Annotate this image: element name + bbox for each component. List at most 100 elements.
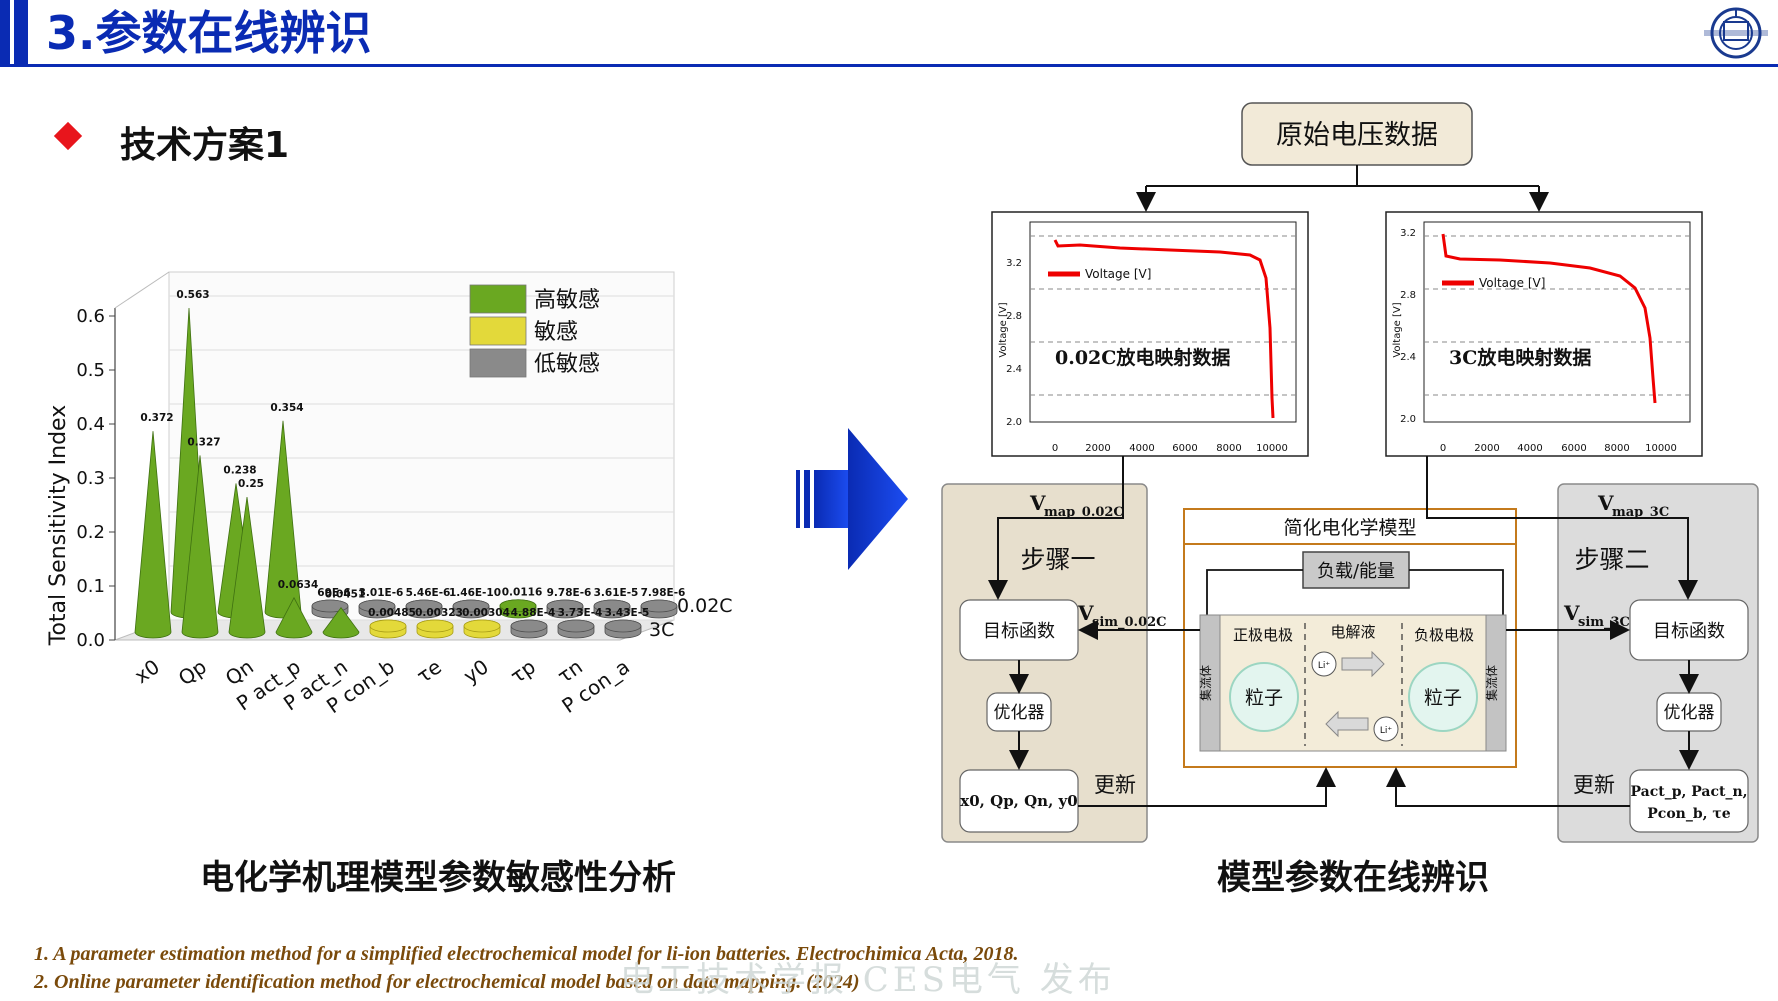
svg-text:Voltage [V]: Voltage [V] xyxy=(998,302,1009,357)
bar-top-0.02C-P act_p xyxy=(311,599,349,613)
bar-top-3C-τn xyxy=(557,619,595,633)
svg-text:优化器: 优化器 xyxy=(1664,703,1715,723)
chart-y-tick-label: 0.6 xyxy=(76,306,105,327)
legend-swatch-mid xyxy=(469,316,527,346)
bar-3C-P act_p xyxy=(275,596,313,639)
identification-diagram: 原始电压数据 3.2 2.8 2.4 2.0 Voltage [V] 0 200… xyxy=(941,102,1759,843)
raw-voltage-label: 原始电压数据 xyxy=(1276,120,1438,151)
svg-text:0: 0 xyxy=(1440,443,1446,454)
svg-text:电解液: 电解液 xyxy=(1330,623,1375,641)
svg-text:6000: 6000 xyxy=(1561,443,1586,454)
bar-top-3C-y0 xyxy=(463,619,501,633)
chart-y-tick-label: 0.0 xyxy=(76,630,105,651)
chart-y-tick-label: 0.4 xyxy=(76,414,105,435)
bar-label-0.02C-y0: 0.0116 xyxy=(502,587,543,599)
svg-text:V: V xyxy=(1597,491,1614,515)
chart-x-label-0: x0 xyxy=(130,654,164,688)
svg-text:目标函数: 目标函数 xyxy=(1653,621,1725,642)
svg-text:6000: 6000 xyxy=(1172,443,1197,454)
chart-x-label-1: Qp xyxy=(174,654,211,690)
bar-top-0.02C-P act_n xyxy=(358,599,396,613)
svg-text:2.0: 2.0 xyxy=(1006,417,1022,428)
header-accent-bar-2 xyxy=(14,0,28,66)
svg-text:2.8: 2.8 xyxy=(1400,290,1416,301)
section-title: 技术方案1 xyxy=(120,125,290,166)
legend-label-high: 高敏感 xyxy=(534,288,600,313)
bar-label-3C-τn: 3.73E-4 xyxy=(558,607,603,619)
svg-text:V: V xyxy=(1077,601,1094,625)
svg-text:粒子: 粒子 xyxy=(1245,687,1283,709)
bar-top-0.02C-τn xyxy=(593,599,631,613)
bar-label-3C-P act_n: 0.0451 xyxy=(325,589,366,601)
svg-text:2.4: 2.4 xyxy=(1400,352,1416,363)
references: 1. A parameter estimation method for a s… xyxy=(34,940,1019,996)
svg-text:2.4: 2.4 xyxy=(1006,364,1022,375)
bullet-diamond-icon xyxy=(53,121,83,151)
bar-label-3C-P con_a: 3.43E-5 xyxy=(605,607,650,619)
bar-label-0.02C-τp: 9.78E-6 xyxy=(547,587,592,599)
chart-x-label-7: y0 xyxy=(459,654,493,688)
svg-text:3.2: 3.2 xyxy=(1400,228,1416,239)
bar-3C-Qn xyxy=(228,496,266,639)
svg-text:3.2: 3.2 xyxy=(1006,258,1022,269)
reference-1: 1. A parameter estimation method for a s… xyxy=(34,943,1019,965)
bar-label-3C-τp: 4.88E-4 xyxy=(511,607,556,619)
svg-text:正极电极: 正极电极 xyxy=(1233,626,1293,644)
right-caption: 模型参数在线辨识 xyxy=(1217,858,1489,898)
legend-swatch-high xyxy=(469,284,527,314)
university-logo-icon xyxy=(1704,7,1768,59)
bar-label-0.02C-P act_p: 69E-6 xyxy=(317,587,350,599)
legend-label-low: 低敏感 xyxy=(534,352,600,377)
bar-top-0.02C-y0 xyxy=(499,599,537,613)
svg-text:目标函数: 目标函数 xyxy=(983,621,1055,642)
chart-y-tick-label: 0.2 xyxy=(76,522,105,543)
svg-text:步骤二: 步骤二 xyxy=(1574,545,1649,574)
sensitivity-chart: 0.00.10.20.30.40.50.6 0.5630.2380.35469E… xyxy=(46,271,733,718)
svg-text:Pcon_b, τe: Pcon_b, τe xyxy=(1647,806,1731,822)
svg-text:Li⁺: Li⁺ xyxy=(1318,661,1331,671)
svg-text:Li⁺: Li⁺ xyxy=(1380,726,1393,736)
svg-text:2000: 2000 xyxy=(1474,443,1499,454)
bar-label-3C-P con_b: 0.00485 xyxy=(368,607,416,619)
svg-text:步骤一: 步骤一 xyxy=(1020,545,1095,574)
svg-text:4000: 4000 xyxy=(1517,443,1542,454)
bar-3C-x0 xyxy=(134,431,172,639)
svg-text:更新: 更新 xyxy=(1573,773,1615,797)
svg-text:2000: 2000 xyxy=(1085,443,1110,454)
svg-text:Pact_p, Pact_n,: Pact_p, Pact_n, xyxy=(1630,784,1747,800)
svg-text:3C放电映射数据: 3C放电映射数据 xyxy=(1449,346,1591,369)
bar-label-0.02C-Qp: 0.238 xyxy=(223,464,256,476)
voltage-plot-0.02C: 3.2 2.8 2.4 2.0 Voltage [V] 0 2000 4000 … xyxy=(991,211,1309,457)
svg-text:负极电极: 负极电极 xyxy=(1414,626,1474,644)
svg-text:8000: 8000 xyxy=(1604,443,1629,454)
svg-text:0.02C放电映射数据: 0.02C放电映射数据 xyxy=(1055,346,1230,369)
watermark: 电工技术学报 CES电气 发布 xyxy=(620,960,1116,1000)
svg-text:2.8: 2.8 xyxy=(1006,311,1022,322)
bar-top-3C-τe xyxy=(416,619,454,633)
svg-text:V: V xyxy=(1029,491,1046,515)
bar-3C-P act_n xyxy=(322,606,360,639)
svg-text:Voltage [V]: Voltage [V] xyxy=(1085,267,1151,281)
chart-y-tick-label: 0.5 xyxy=(76,360,105,381)
chart-y-tick-label: 0.1 xyxy=(76,576,105,597)
svg-text:集流体: 集流体 xyxy=(1484,665,1499,701)
left-caption: 电化学机理模型参数敏感性分析 xyxy=(200,858,676,898)
legend-label-mid: 敏感 xyxy=(534,320,578,345)
simplified-model-box: 简化电化学模型 负载/能量 集流体 集流体 正极电极 电解液 负极电极 粒子 粒… xyxy=(1183,508,1517,768)
bar-top-0.02C-τp xyxy=(546,599,584,613)
svg-text:10000: 10000 xyxy=(1645,443,1677,454)
bar-3C-Qp xyxy=(181,455,219,639)
series-label-3C: 3C xyxy=(649,619,674,641)
svg-text:2.0: 2.0 xyxy=(1400,414,1416,425)
bar-label-0.02C-P act_n: 3.01E-6 xyxy=(359,587,404,599)
legend-swatch-low xyxy=(469,348,527,378)
bar-label-0.02C-τn: 3.61E-5 xyxy=(594,587,639,599)
svg-text:0: 0 xyxy=(1052,443,1058,454)
svg-text:粒子: 粒子 xyxy=(1424,687,1462,709)
chart-y-axis: 0.00.10.20.30.40.50.6 xyxy=(76,306,115,651)
header-divider xyxy=(0,64,1778,67)
bar-label-3C-τe: 0.00323 xyxy=(415,607,463,619)
svg-text:简化电化学模型: 简化电化学模型 xyxy=(1283,517,1416,539)
